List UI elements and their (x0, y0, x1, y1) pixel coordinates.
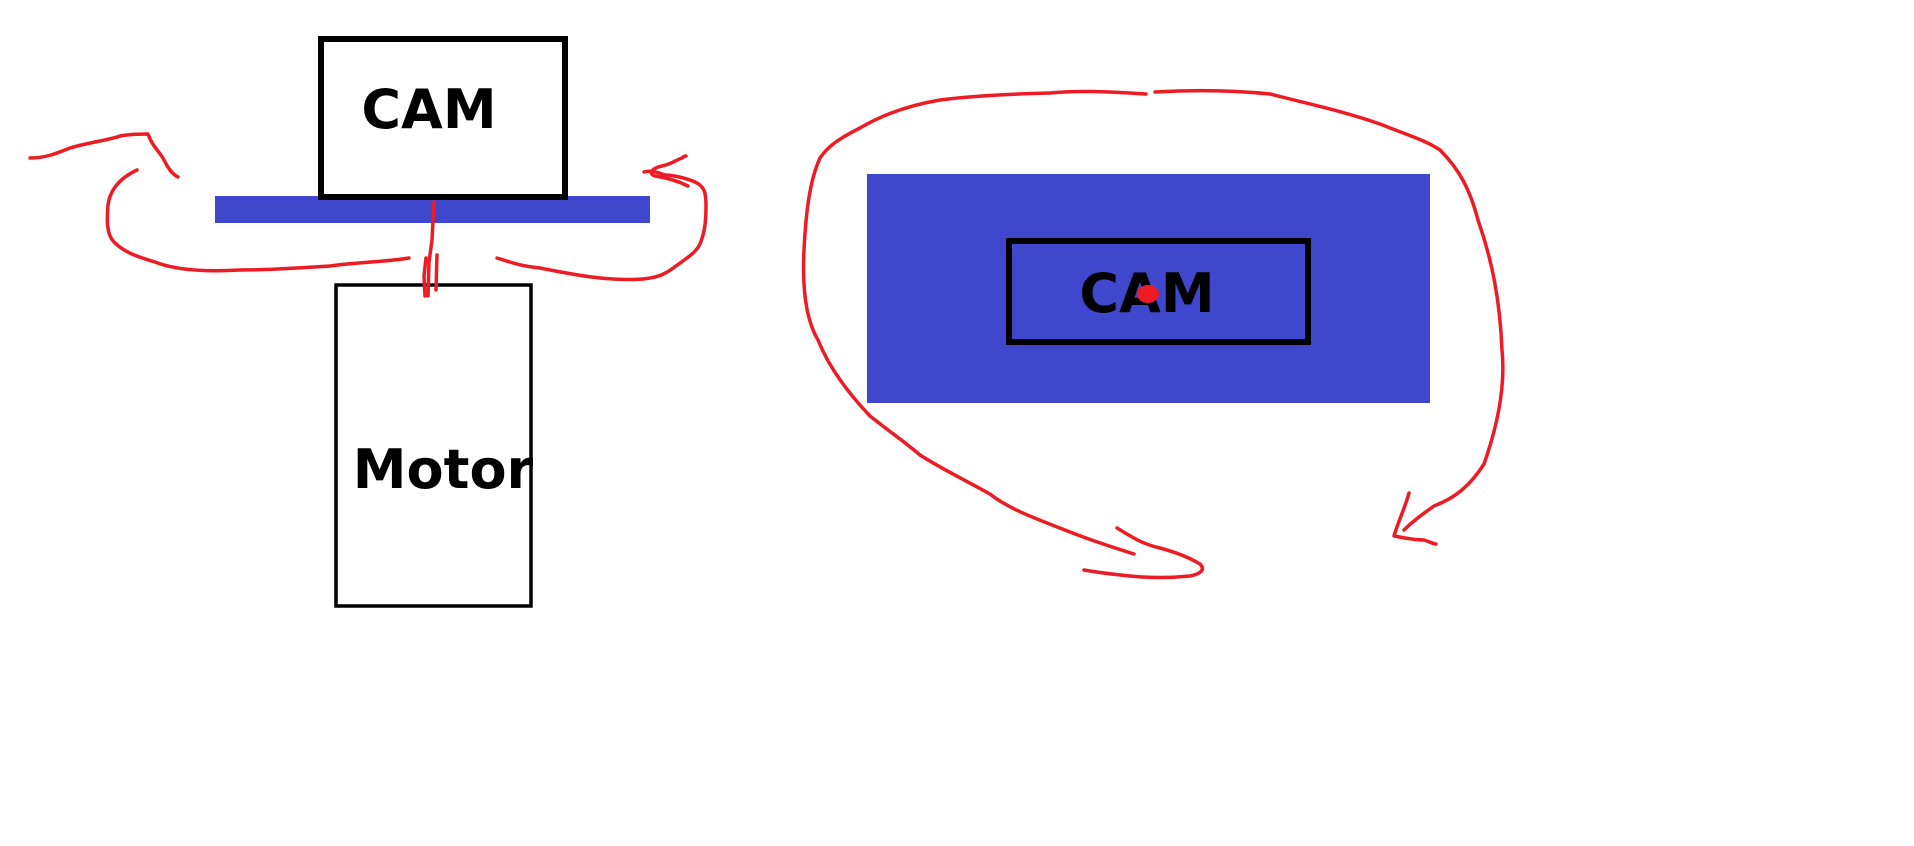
side-view-motor-label: Motor (353, 438, 534, 501)
side-view-cam-label: CAM (361, 78, 496, 141)
top-view-rotation-arrowhead-right (1392, 491, 1438, 546)
side-view-rotation-arrowhead-right (649, 154, 690, 188)
side-view-cam-box (318, 36, 568, 200)
side-view-shaft-edge (422, 253, 439, 298)
top-view-rotation-arrow-left (801, 89, 1148, 556)
top-view-axis-dot (1137, 285, 1159, 303)
side-view-motor-box (334, 283, 533, 608)
side-view-rotation-arrow-right (495, 169, 708, 282)
side-view-rotation-arrowhead-left (28, 132, 180, 179)
top-view-rotation-arrow (1153, 88, 1505, 532)
side-view-rotation-arrow-left (105, 168, 411, 273)
side-view: CAM Motor (28, 36, 708, 608)
top-view: CAM (801, 88, 1505, 580)
side-view-shaft (426, 200, 436, 298)
top-view-rotation-arrowhead-left (1082, 526, 1205, 580)
top-view-cam-box (1006, 238, 1311, 345)
